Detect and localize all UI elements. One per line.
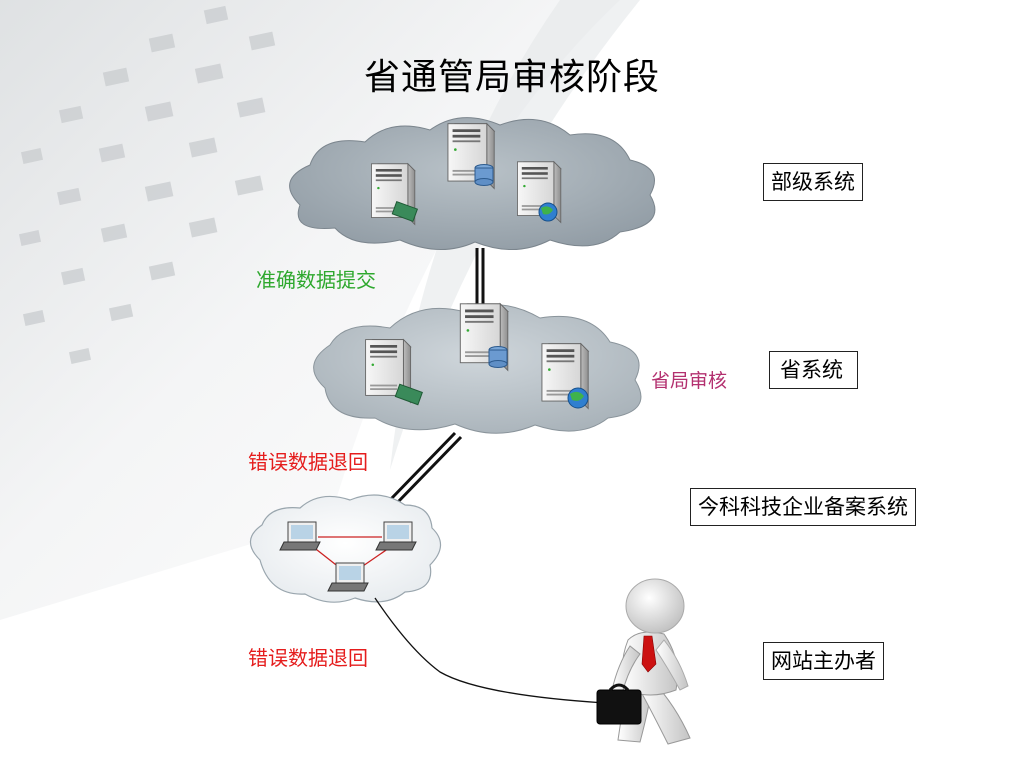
enterprise-filing-system-label: 今科科技企业备案系统 <box>690 488 916 526</box>
ministry-server-globe-icon <box>517 161 562 223</box>
province-review-note: 省局审核 <box>651 370 728 392</box>
slide-title: 省通管局审核阶段 <box>363 57 660 98</box>
province-server-globe-icon <box>541 343 589 409</box>
business-person-icon <box>596 578 691 745</box>
province-server-database-icon <box>459 303 509 371</box>
error-data-return-note-upper: 错误数据退回 <box>248 450 368 474</box>
local-laptop-left-icon <box>279 521 321 551</box>
province-system-label: 省系统 <box>769 351 858 389</box>
ministry-server-database-icon <box>447 123 495 189</box>
host-link-curve <box>374 597 606 704</box>
province-server-network-card-icon <box>365 339 423 406</box>
province-local-link <box>388 431 463 506</box>
ministry-server-network-card-icon <box>371 163 419 225</box>
error-data-return-note-lower: 错误数据退回 <box>248 646 368 670</box>
ministry-system-label: 部级系统 <box>763 163 863 201</box>
accurate-data-submit-note: 准确数据提交 <box>256 268 376 292</box>
local-laptop-right-icon <box>375 521 417 551</box>
ministry-province-link <box>475 248 485 308</box>
local-laptop-bottom-icon <box>327 562 369 592</box>
website-host-label: 网站主办者 <box>763 642 884 680</box>
